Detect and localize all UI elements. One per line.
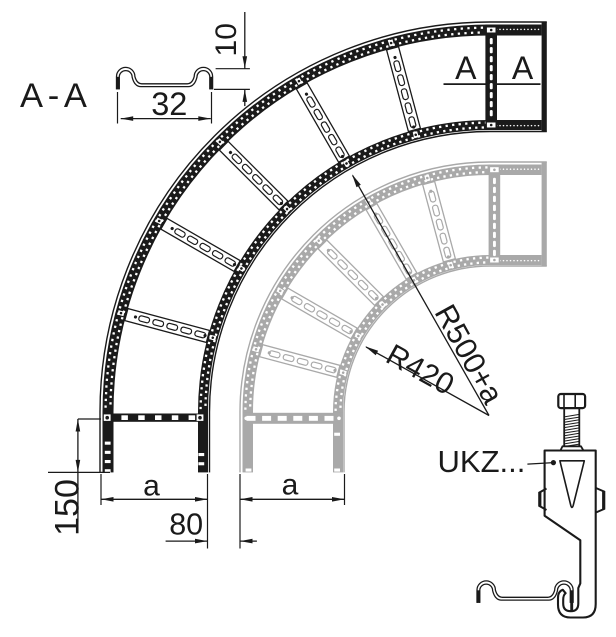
svg-text:80: 80 [169, 508, 203, 542]
svg-text:A - A: A - A [20, 77, 87, 115]
svg-text:A: A [512, 50, 534, 86]
svg-text:A: A [455, 50, 477, 86]
svg-text:32: 32 [151, 86, 187, 122]
svg-text:10: 10 [210, 23, 243, 56]
svg-text:150: 150 [49, 479, 87, 536]
svg-text:a: a [282, 469, 299, 502]
svg-text:a: a [143, 470, 160, 503]
svg-text:UKZ...: UKZ... [438, 444, 526, 479]
